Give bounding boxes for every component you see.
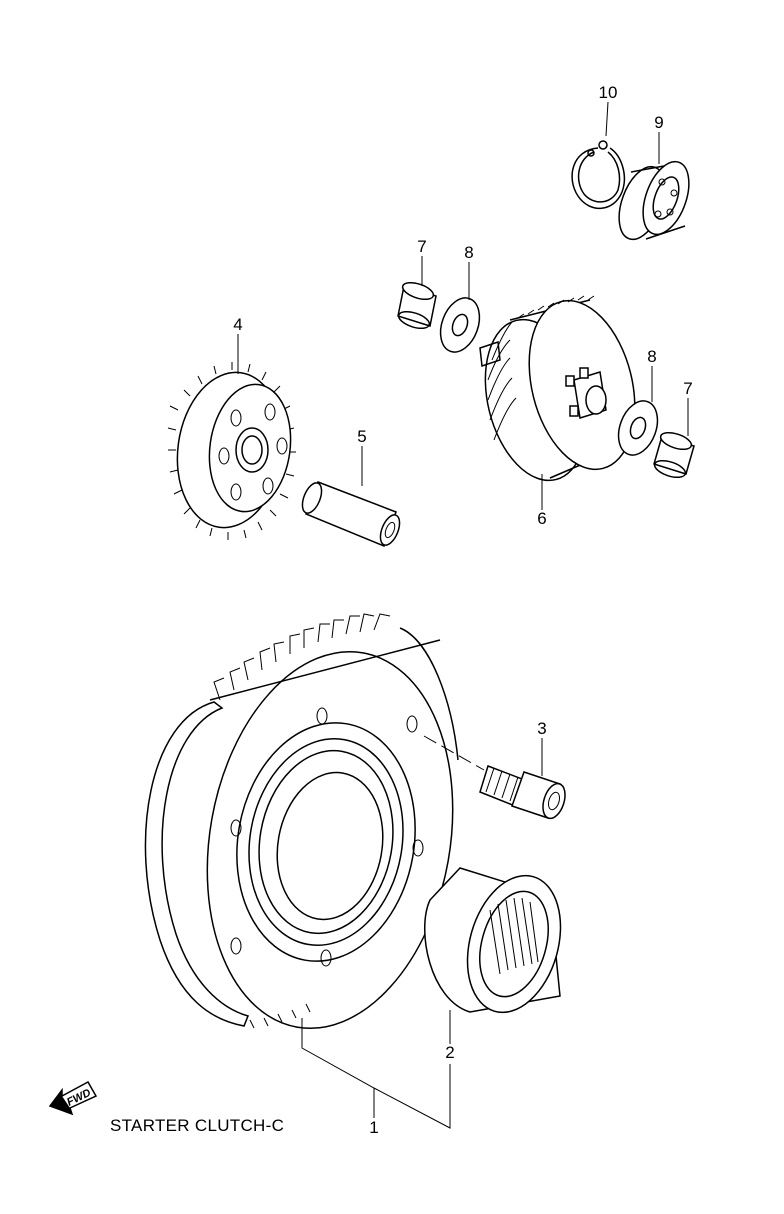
drum-teeth xyxy=(517,295,595,319)
label-part-2: 2 xyxy=(445,1043,454,1062)
ball-bearing-part xyxy=(618,160,690,241)
fwd-arrow-icon: FWD xyxy=(48,1080,98,1116)
label-part-3: 3 xyxy=(537,719,546,738)
idle-gear-shaft-part xyxy=(301,481,401,547)
starter-clutch-drum-part xyxy=(479,295,636,482)
label-part-1: 1 xyxy=(369,1118,378,1137)
fwd-label: FWD xyxy=(65,1087,93,1109)
label-part-8a: 8 xyxy=(464,243,473,262)
label-part-5: 5 xyxy=(357,427,366,446)
label-part-9: 9 xyxy=(654,113,663,132)
bolt-part xyxy=(423,735,566,820)
bushing-lower-part xyxy=(653,431,695,479)
starter-clutch-gear-part xyxy=(144,613,459,1030)
part-number-labels: 10 9 7 8 4 8 7 5 6 3 2 1 xyxy=(233,83,692,1137)
circlip-part xyxy=(571,140,626,210)
idle-gear-part xyxy=(167,362,296,540)
label-part-7a: 7 xyxy=(417,237,426,256)
label-part-8b: 8 xyxy=(647,347,656,366)
washer-lower-part xyxy=(617,400,659,456)
diagram-caption: STARTER CLUTCH-C xyxy=(110,1116,285,1135)
label-part-10: 10 xyxy=(599,83,618,102)
leader-lines xyxy=(237,101,689,1129)
needle-bearing-part xyxy=(424,867,562,1014)
washer-upper-part xyxy=(439,297,481,353)
label-part-6: 6 xyxy=(537,509,546,528)
label-part-4: 4 xyxy=(233,315,242,334)
bushing-upper-part xyxy=(397,281,437,330)
label-part-7b: 7 xyxy=(683,379,692,398)
